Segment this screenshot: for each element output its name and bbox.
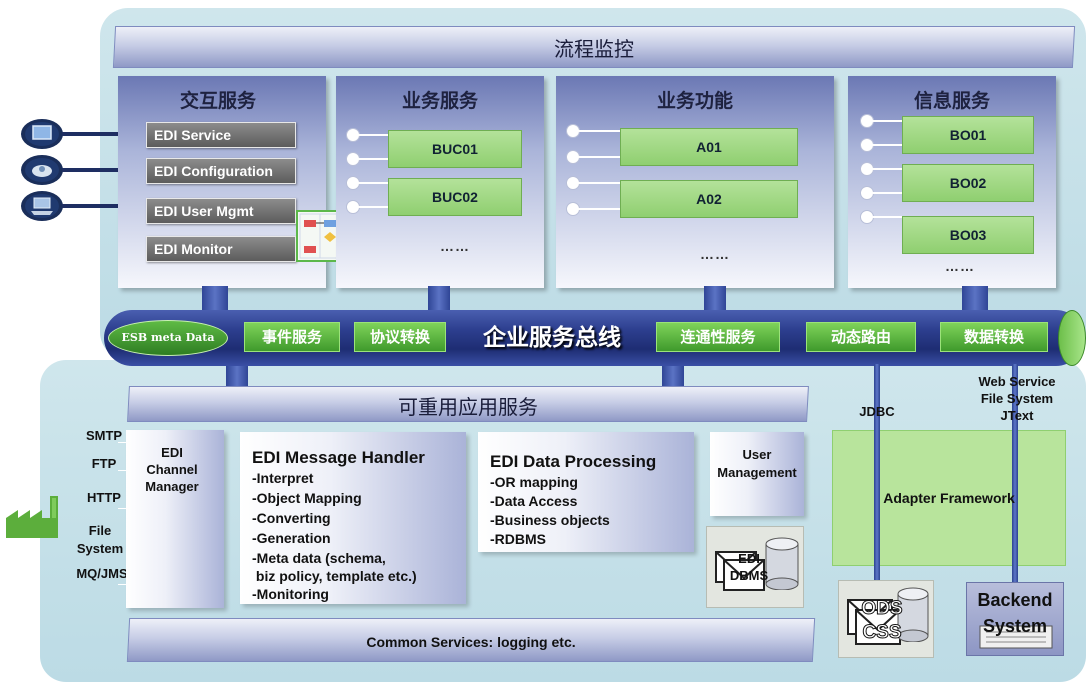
- channel-manager-label: EDI Channel Manager: [145, 445, 199, 494]
- bus-connector: [226, 366, 248, 388]
- protocol-mq-jms: MQ/JMS: [76, 566, 128, 581]
- connector-line: [578, 130, 620, 132]
- bo02-box[interactable]: BO02: [902, 164, 1034, 202]
- edi-dbms-label: EDI DBMS: [729, 551, 769, 583]
- envelope-icon: [714, 542, 768, 596]
- bus-connector: [202, 286, 228, 310]
- bo03-box[interactable]: BO03: [902, 216, 1034, 254]
- message-handler-item: biz policy, template etc.): [252, 568, 417, 584]
- edi-user-mgmt-button[interactable]: EDI User Mgmt: [146, 198, 296, 224]
- bus-connector: [704, 286, 726, 310]
- interaction-title: 交互服务: [179, 90, 256, 112]
- channel-manager-column: [126, 430, 224, 608]
- buc02-box[interactable]: BUC02: [388, 178, 522, 216]
- message-handler-item: -Monitoring: [252, 586, 329, 602]
- web-service-line: [1012, 364, 1018, 594]
- user-management-label: User Management: [717, 447, 797, 480]
- bus-connector: [428, 286, 450, 310]
- protocol-file-system: File System: [76, 523, 124, 556]
- edi-service-button[interactable]: EDI Service: [146, 122, 296, 148]
- data-processing-item: -RDBMS: [490, 531, 546, 547]
- connector-line: [358, 134, 388, 136]
- bus-connector: [962, 286, 988, 310]
- protocol-ftp: FTP: [91, 456, 117, 471]
- reusable-services-label: 可重用应用服务: [398, 395, 538, 419]
- phone-icon: [20, 154, 64, 186]
- device-link-2: [62, 168, 142, 172]
- device-link-3: [62, 204, 142, 208]
- process-monitor-label: 流程监控: [554, 37, 634, 61]
- message-handler-title: EDI Message Handler: [252, 448, 425, 467]
- connector-line: [358, 206, 388, 208]
- factory-icon: [6, 494, 64, 538]
- edi-configuration-button[interactable]: EDI Configuration: [146, 158, 296, 184]
- data-processing-item: -OR mapping: [490, 474, 578, 490]
- connector-line: [872, 216, 902, 218]
- user-management-column: [710, 432, 804, 516]
- buc01-box[interactable]: BUC01: [388, 130, 522, 168]
- data-transformation-box[interactable]: 数据转换: [940, 322, 1048, 352]
- connectivity-service-box[interactable]: 连通性服务: [656, 322, 780, 352]
- backend-label: Backend: [977, 590, 1053, 610]
- message-handler-column: [240, 432, 466, 604]
- connector-line: [578, 156, 620, 158]
- monitor-icon: [20, 118, 64, 150]
- message-handler-item: -Generation: [252, 530, 331, 546]
- database-icon: [764, 536, 800, 591]
- connector-line: [358, 158, 388, 160]
- database-icon: [896, 586, 930, 643]
- info-service-title: 信息服务: [913, 90, 990, 112]
- protocol-conversion-box[interactable]: 协议转换: [354, 322, 446, 352]
- jdbc-line: [874, 364, 880, 580]
- connector-line: [872, 192, 902, 194]
- bo01-box[interactable]: BO01: [902, 116, 1034, 154]
- connector-line: [872, 120, 902, 122]
- protocol-http: HTTP: [87, 490, 121, 505]
- dynamic-routing-box[interactable]: 动态路由: [806, 322, 916, 352]
- system-label: System: [982, 616, 1048, 636]
- data-processing-title: EDI Data Processing: [490, 452, 657, 471]
- a02-box[interactable]: A02: [620, 180, 798, 218]
- data-processing-column: [478, 432, 694, 552]
- protocol-smtp: SMTP: [85, 428, 123, 443]
- business-service-ellipsis: ……: [440, 238, 470, 254]
- jdbc-label: JDBC: [859, 404, 895, 419]
- device-link-1: [62, 132, 142, 136]
- adapter-framework-label: Adapter Framework: [883, 490, 1015, 506]
- data-processing-item: -Data Access: [490, 493, 578, 509]
- message-handler-item: -Object Mapping: [252, 490, 362, 506]
- file-system-label: File System: [980, 391, 1054, 406]
- message-handler-item: -Meta data (schema,: [252, 550, 386, 566]
- connector-line: [358, 182, 388, 184]
- info-service-ellipsis: ……: [945, 258, 975, 274]
- message-handler-item: -Interpret: [252, 470, 314, 486]
- web-service-label: Web Service: [978, 374, 1056, 389]
- business-service-title: 业务服务: [401, 90, 478, 112]
- css-label: CSS: [862, 622, 902, 644]
- laptop-icon: [20, 190, 64, 222]
- common-services-label: Common Services: logging etc.: [366, 634, 576, 650]
- esb-meta-data: [108, 320, 228, 356]
- business-function-ellipsis: ……: [700, 246, 730, 262]
- connector-line: [872, 168, 902, 170]
- connector-line: [578, 182, 620, 184]
- a01-box[interactable]: A01: [620, 128, 798, 166]
- connector-line: [578, 208, 620, 210]
- document-icon: [976, 622, 1056, 652]
- message-handler-item: -Converting: [252, 510, 331, 526]
- adapter-framework-box: [832, 430, 1066, 566]
- ods-label: ODS: [861, 598, 903, 620]
- edi-monitor-button[interactable]: EDI Monitor: [146, 236, 296, 262]
- esb-bus-end-cap: [1058, 310, 1086, 366]
- jtext-label: JText: [1000, 408, 1034, 423]
- bus-connector: [662, 366, 684, 388]
- data-processing-item: -Business objects: [490, 512, 610, 528]
- esb-title: 企业服务总线: [483, 325, 621, 351]
- esb-meta-data-label: ESB meta Data: [121, 331, 215, 344]
- event-service-box[interactable]: 事件服务: [244, 322, 340, 352]
- connector-line: [872, 144, 902, 146]
- business-function-title: 业务功能: [656, 90, 733, 112]
